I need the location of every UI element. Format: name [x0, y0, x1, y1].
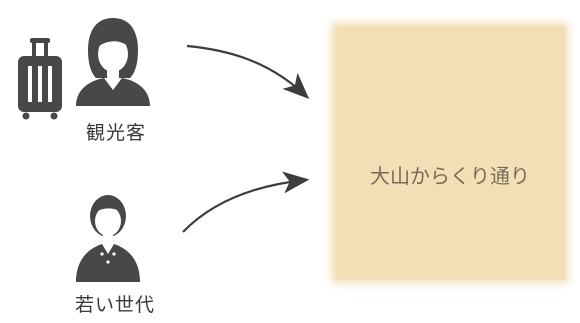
- destination-box: 大山からくり通り: [335, 26, 565, 280]
- young-person-silhouette-icon: [76, 195, 140, 282]
- arrow-from-tourist: [186, 44, 310, 100]
- woman-silhouette-icon: [76, 18, 150, 106]
- tourist-label: 観光客: [85, 122, 146, 144]
- arrow-from-young-generation: [182, 171, 310, 233]
- young-generation-label: 若い世代: [74, 294, 155, 316]
- suitcase-icon: [18, 38, 62, 120]
- destination-label: 大山からくり通り: [370, 164, 530, 188]
